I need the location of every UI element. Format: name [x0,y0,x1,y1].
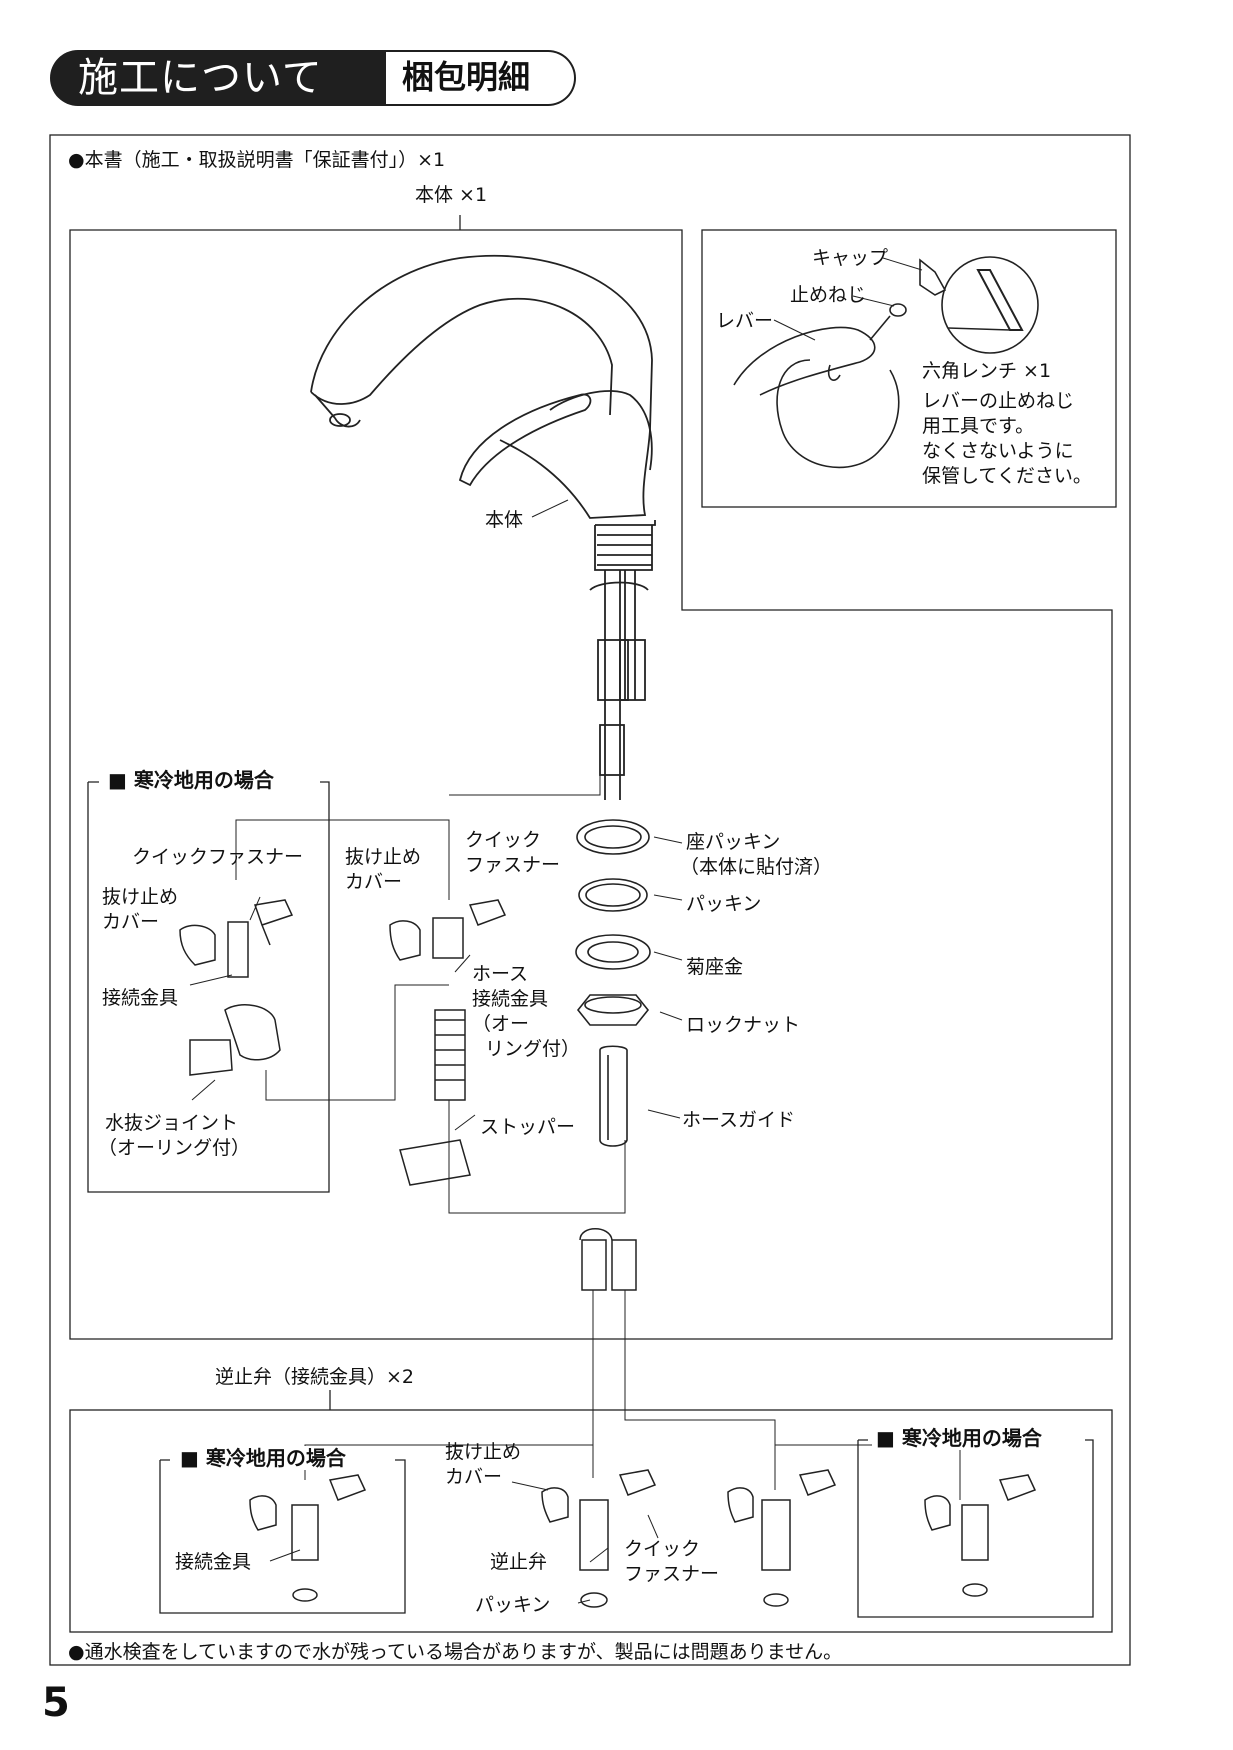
center-retainer-cover-label: カバー [345,871,403,893]
bottom-quick-fastener-label: ファスナー [624,1563,720,1585]
inset-frame [701,229,1117,508]
center-quick-fastener-label: クイック [465,829,542,851]
drain-joint-label: （オーリング付） [98,1137,251,1159]
stopper-label: ストッパー [480,1116,576,1138]
fitting-label: 接続金具 [102,987,179,1009]
drain-joint-label: 水抜ジョイント [105,1112,239,1134]
cold-region-left-title: ■ 寒冷地用の場合 [104,768,278,792]
hose-fitting-label: 接続金具 [472,988,549,1010]
washer-label: 菊座金 [686,956,744,978]
bottom-retainer-cover-label: 抜け止め [445,1441,522,1463]
bottom-frame [69,1409,1113,1633]
inset-lever-drawing [733,256,1039,469]
hose-guide-label: ホースガイド [682,1109,796,1131]
lever-label: レバー [716,310,774,332]
hex-wrench-label: 六角レンチ ×1 [922,360,1052,382]
body-frame [69,229,1113,1340]
bottom-cold-left-frame [159,1459,406,1614]
bottom-fittings [249,1469,1037,1608]
bottom-cold-right-title: ■ 寒冷地用の場合 [872,1426,1046,1450]
page-number: 5 [42,1680,70,1726]
retainer-cover-label: カバー [102,911,160,933]
quick-fastener-label: クイックファスナー [132,846,304,868]
retainer-cover-label: 抜け止め [102,886,179,908]
faucet-body [310,254,656,800]
outer-frame [49,134,1131,1666]
packing-label: パッキン [686,893,762,915]
cold-left-frame [87,781,330,1193]
bottom-cold-left-title: ■ 寒冷地用の場合 [176,1446,350,1470]
bottom-fitting-label: 接続金具 [175,1551,252,1573]
bottom-quick-fastener-label: クイック [624,1538,701,1560]
body-label: 本体 [485,509,524,531]
check-valve-qty-label: 逆止弁（接続金具）×2 [215,1366,415,1388]
bottom-cold-right-frame [857,1439,1094,1618]
seat-packing-label: 座パッキン [686,831,781,853]
hose-fitting-label: （オー [472,1013,530,1035]
manual-note: ●本書（施工・取扱説明書「保証書付」）×1 [68,149,446,171]
section-title: 施工について [78,55,323,101]
section-subtitle: 梱包明細 [402,58,531,96]
bottom-packing-label: パッキン [475,1594,551,1616]
body-qty-label: 本体 ×1 [415,184,488,206]
bottom-retainer-cover-label: カバー [445,1466,503,1488]
fittings-group [179,899,1037,1608]
center-retainer-cover-label: 抜け止め [345,846,422,868]
hose-fitting-label: ホース [472,963,529,985]
inset-note-line: 用工具です。 [922,415,1035,437]
section-subtitle-box [386,50,576,106]
center-quick-fastener-label: ファスナー [465,854,561,876]
lock-nut-label: ロックナット [686,1014,801,1036]
inset-note-line: なくさないように [922,440,1074,462]
cap-label: キャップ [812,247,889,269]
footer-note: ●通水検査をしていますので水が残っている場合がありますが、製品には問題ありません… [68,1641,843,1663]
hose-fitting-label: リング付） [485,1038,581,1060]
seat-packing-label: （本体に貼付済） [680,856,833,878]
inset-note-line: 保管してください。 [922,465,1092,487]
rings-group [575,819,651,1147]
check-valve-label: 逆止弁 [490,1551,548,1573]
set-screw-label: 止めねじ [790,284,867,306]
section-header-tab [50,50,390,106]
inset-note-line: レバーの止めねじ [922,390,1075,412]
